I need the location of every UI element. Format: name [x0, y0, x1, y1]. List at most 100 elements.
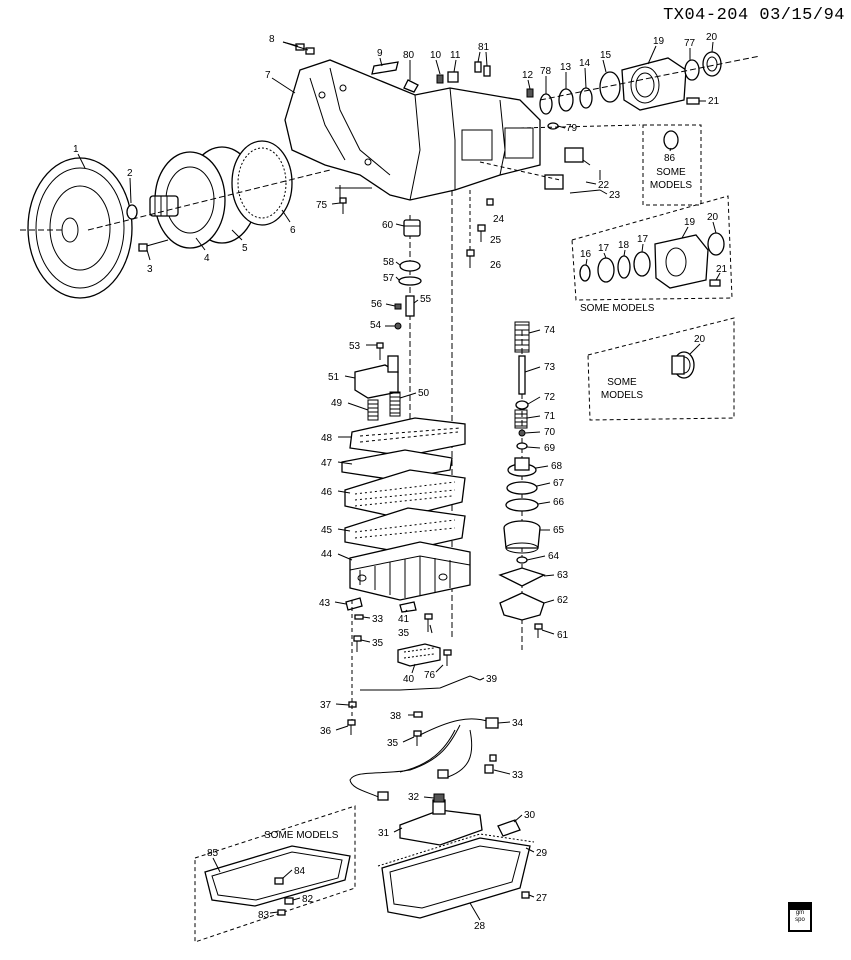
pin-55	[405, 295, 415, 317]
label-37: 37	[320, 700, 332, 711]
label-19: 19	[653, 36, 665, 47]
case-pin-a	[474, 61, 482, 73]
bolt-61	[534, 623, 543, 638]
ball-70	[518, 429, 526, 437]
gasket-63	[498, 567, 546, 587]
case-bolt-26	[466, 249, 475, 268]
label-55: 55	[420, 294, 432, 305]
label-19b: 19	[684, 217, 696, 228]
spring-49	[367, 399, 379, 421]
spring-71	[514, 409, 528, 429]
label-13: 13	[560, 62, 572, 73]
label-16: 16	[580, 249, 592, 260]
label-39: 39	[486, 674, 498, 685]
pump-bolt	[138, 239, 169, 252]
plug-56	[394, 303, 402, 310]
magnet-30	[497, 819, 521, 837]
label-38: 38	[390, 711, 402, 722]
label-71: 71	[544, 411, 556, 422]
some-models-box-86	[642, 124, 702, 206]
label-17b: 17	[637, 234, 649, 245]
case-bolt-75	[339, 197, 347, 214]
logo-line1: gm	[795, 910, 805, 916]
label-73: 73	[544, 362, 556, 373]
label-15: 15	[600, 50, 612, 61]
label-48: 48	[321, 433, 333, 444]
accumulator-65	[503, 520, 541, 554]
label-75: 75	[316, 200, 328, 211]
label-58: 58	[383, 257, 395, 268]
pump-gasket	[231, 140, 293, 226]
plug-84	[274, 877, 284, 885]
ring-64	[516, 556, 528, 564]
washer-72	[515, 400, 529, 410]
oil-pan-85	[204, 845, 351, 907]
label-18: 18	[618, 240, 630, 251]
label-77: 77	[684, 38, 696, 49]
label-32: 32	[408, 792, 420, 803]
label-79: 79	[566, 123, 578, 134]
label-33b: 33	[512, 770, 524, 781]
wiring-harness-34	[349, 717, 499, 801]
gasket-45	[344, 507, 466, 553]
diagram-code: TX04-204 03/15/94	[663, 6, 845, 25]
label-51: 51	[328, 372, 340, 383]
vent-cap	[663, 130, 679, 150]
label-68: 68	[551, 461, 563, 472]
o-ring-57	[398, 276, 422, 286]
case-plug	[436, 74, 444, 84]
case-fitting-79	[547, 122, 559, 130]
label-40: 40	[403, 674, 415, 685]
label-26: 26	[490, 260, 502, 271]
label-7: 7	[265, 70, 271, 81]
label-56: 56	[371, 299, 383, 310]
label-62: 62	[557, 595, 569, 606]
label-21: 21	[708, 96, 720, 107]
label-9: 9	[377, 48, 383, 59]
bolt-36	[347, 719, 356, 735]
label-30: 30	[524, 810, 536, 821]
rear-plug	[526, 88, 534, 98]
label-53: 53	[349, 341, 361, 352]
part-labels: 1 2 3 4 5 6 7 8 9 80 10 11 81 12 78 13 1…	[73, 32, 728, 932]
transmission-case	[284, 59, 541, 201]
label-50: 50	[418, 388, 430, 399]
label-60: 60	[382, 220, 394, 231]
gm-spo-logo: gm spo	[788, 902, 812, 932]
logo-line2: spo	[795, 917, 805, 923]
label-35c: 35	[387, 738, 399, 749]
label-69: 69	[544, 443, 556, 454]
spring-50	[389, 391, 401, 417]
ext-housing-alt	[654, 234, 709, 289]
case-pin-b	[483, 65, 491, 77]
torque-converter	[20, 157, 133, 299]
bolt-35c	[413, 730, 422, 746]
seal-67	[506, 481, 538, 495]
label-20c: 20	[694, 334, 706, 345]
case-insert	[403, 79, 419, 93]
seal-32	[433, 793, 445, 803]
label-34: 34	[512, 718, 524, 729]
rear-seal	[539, 93, 553, 115]
label-35a: 35	[372, 638, 384, 649]
piston-68	[507, 457, 537, 477]
bolt-35a	[353, 635, 362, 652]
label-5: 5	[242, 243, 248, 254]
label-8: 8	[269, 34, 275, 45]
clip-38	[413, 711, 423, 718]
label-44: 44	[321, 549, 333, 560]
label-67: 67	[553, 478, 565, 489]
label-17a: 17	[598, 243, 610, 254]
some-models-20-line1: SOME	[607, 377, 637, 388]
leader-lines	[77, 41, 721, 921]
label-36: 36	[320, 726, 332, 737]
bracket-43	[345, 597, 363, 611]
spring-74	[514, 321, 530, 353]
washer-83	[277, 909, 286, 916]
label-14: 14	[579, 58, 591, 69]
label-54: 54	[370, 320, 382, 331]
label-84: 84	[294, 866, 306, 877]
ext-seal-alt	[671, 351, 695, 379]
case-fitting-24	[486, 198, 494, 206]
label-72: 72	[544, 392, 556, 403]
